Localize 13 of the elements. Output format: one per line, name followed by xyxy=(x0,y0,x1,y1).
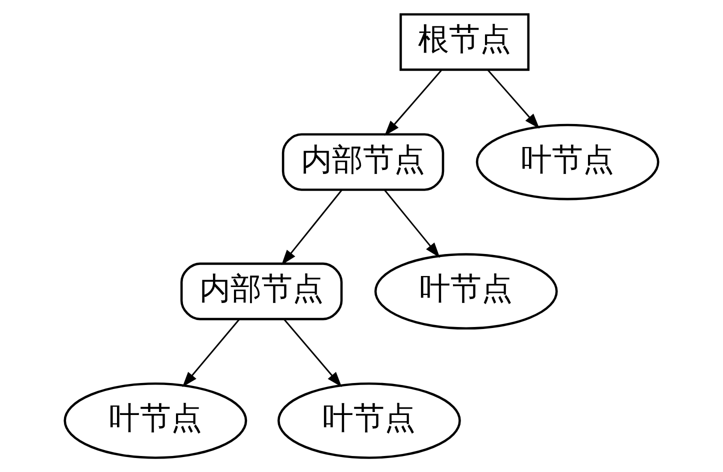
node-box: 内部节点 xyxy=(180,262,343,320)
arrow xyxy=(281,189,343,266)
arrow xyxy=(283,318,342,388)
node-ellipse: 叶节点 xyxy=(374,253,558,330)
node-box: 内部节点 xyxy=(282,133,444,191)
node-box: 根节点 xyxy=(400,13,530,71)
node-ellipse: 叶节点 xyxy=(476,124,660,200)
arrow xyxy=(182,318,240,388)
arrow xyxy=(384,70,442,136)
node-ellipse: 叶节点 xyxy=(64,382,248,459)
node-ellipse: 叶节点 xyxy=(277,382,461,459)
arrow xyxy=(384,189,440,258)
arrow xyxy=(487,70,540,129)
